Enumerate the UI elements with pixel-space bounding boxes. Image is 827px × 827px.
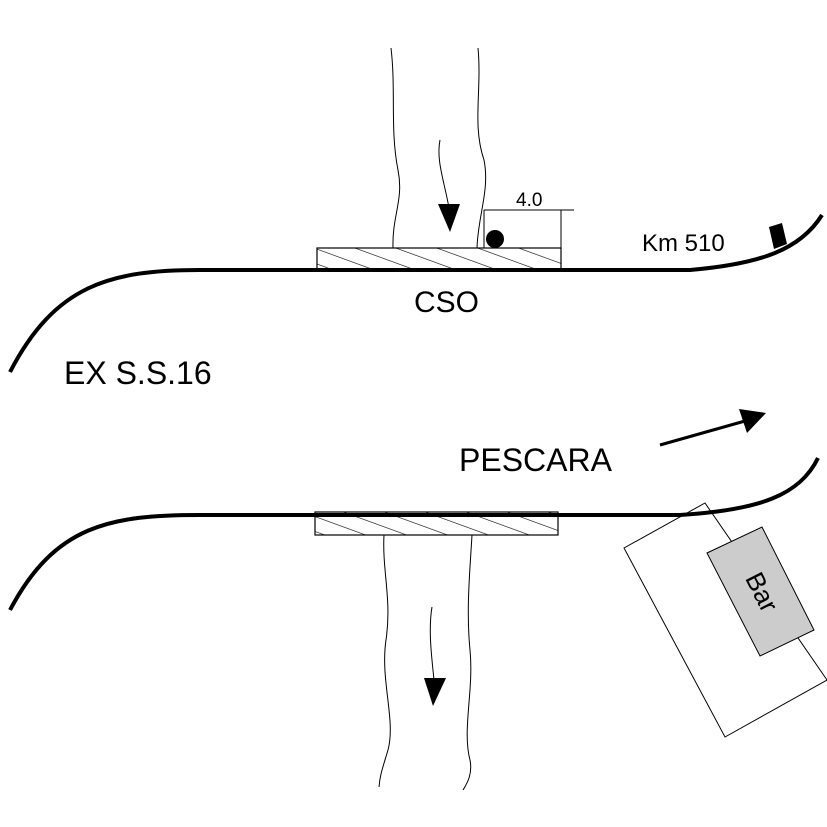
- structure-label: CSO: [414, 286, 479, 319]
- direction-arrow-head: [739, 409, 766, 433]
- flow-arrow-lower-shaft: [429, 606, 435, 681]
- kilometer-post: [769, 223, 787, 249]
- flow-arrow-upper-shaft: [438, 139, 450, 209]
- road-upper-edge: [8, 213, 824, 373]
- bridge-deck-upper: [316, 247, 562, 271]
- building-bar-block: [706, 526, 815, 657]
- stream-upper-left-bank: [390, 47, 401, 249]
- stream-lower-right-bank: [462, 534, 473, 791]
- road-name-label: EX S.S.16: [64, 355, 212, 391]
- direction-arrow-shaft: [659, 419, 746, 447]
- building-outline: [623, 502, 827, 738]
- stream-upper-right-bank: [476, 47, 487, 249]
- road-lower-edge: [8, 457, 820, 611]
- survey-point: [486, 230, 504, 248]
- kilometer-label: Km 510: [642, 230, 725, 257]
- direction-label: PESCARA: [459, 442, 613, 478]
- flow-arrow-upper-head: [438, 204, 460, 232]
- flow-arrow-lower-head: [424, 678, 446, 706]
- bridge-deck-lower: [314, 511, 559, 536]
- dimension-label: 4.0: [516, 190, 542, 211]
- stream-lower-left-bank: [378, 534, 391, 788]
